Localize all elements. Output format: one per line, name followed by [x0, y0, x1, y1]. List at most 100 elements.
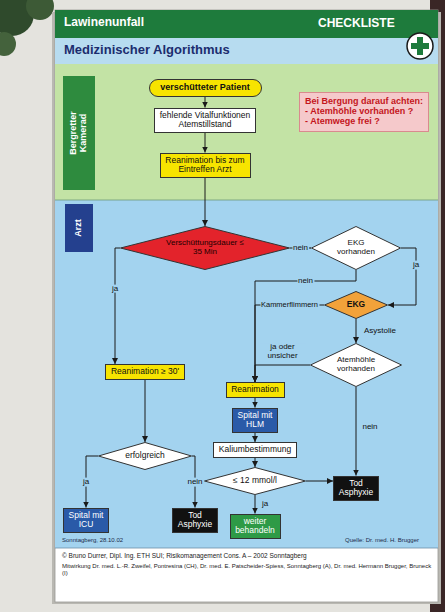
text-wrap: Verschüttungsdauer ≤ 35 Min: [165, 239, 245, 257]
edge-label: ja: [111, 284, 119, 293]
text-wrap: ≤ 12 mmol/l: [233, 476, 277, 485]
diamond-shape: [99, 443, 192, 470]
node-text: Reanimation ≥ 30': [111, 367, 179, 376]
outcome-box: weiter behandeln: [230, 514, 281, 539]
node-text: fehlende Vitalfunktionen Atemstillstand: [155, 111, 255, 130]
node-text: Bergretter Kamerad: [69, 101, 89, 165]
role-band: Bergretter Kamerad: [63, 76, 95, 190]
text-wrap: Arzt: [74, 208, 84, 248]
start-terminal: verschütteter Patient: [149, 79, 262, 97]
footnote-text: © Bruno Durrer, Dipl. Ing. ETH SUI; Risi…: [62, 552, 432, 559]
node-text: Atemhöhle vorhanden: [333, 356, 379, 374]
header-text: CHECKLISTE: [318, 17, 395, 30]
connector: [255, 398, 256, 408]
note-box: Bei Bergung darauf achten:- Atemhöhle vo…: [299, 92, 429, 132]
node-text: Reanimation bis zum Eintreffen Arzt: [161, 156, 250, 175]
text-wrap: Reanimation ≥ 30': [111, 367, 179, 376]
connector: [115, 248, 120, 364]
role-band: Arzt: [65, 204, 93, 252]
diamond-shape: [325, 292, 388, 319]
process-box: Reanimation ≥ 30': [105, 364, 185, 380]
edge-label: nein: [186, 477, 203, 486]
text-wrap: Bei Bergung darauf achten:- Atemhöhle vo…: [305, 97, 423, 127]
node-text: verschütteter Patient: [160, 83, 250, 93]
diamond-shape: [121, 227, 290, 270]
process-box: fehlende Vitalfunktionen Atemstillstand: [154, 108, 256, 133]
card-shadow: [52, 12, 441, 604]
connector: [205, 133, 206, 153]
connector: [205, 178, 206, 227]
connector: [255, 495, 256, 514]
footnote-text: Quelle: Dr. med. H. Brugger: [345, 537, 419, 544]
node-text: ≤ 12 mmol/l: [233, 476, 277, 485]
hospital-box: Spital mit HLM: [232, 408, 278, 433]
decision-diamond: erfolgreich: [98, 442, 192, 470]
connector: [255, 458, 256, 467]
edge-label: nein: [297, 277, 314, 286]
hospital-box: Spital mit ICU: [63, 508, 109, 533]
connector: [145, 380, 146, 442]
foliage: [26, 0, 54, 20]
edge-label: Asystolie: [363, 327, 397, 336]
node-text: erfolgreich: [125, 451, 165, 460]
text-wrap: Tod Asphyxie: [336, 479, 376, 498]
edge-label: ja: [412, 261, 420, 270]
text-wrap: EKG: [347, 300, 365, 309]
text-wrap: Atemhöhle vorhanden: [333, 356, 379, 374]
node-text: weiter behandeln: [232, 517, 278, 536]
outcome-box: Tod Asphyxie: [333, 476, 379, 501]
header-bar: [55, 10, 438, 38]
logo-ring: [407, 33, 433, 59]
connector: [255, 365, 310, 382]
diamond-shape: [311, 344, 402, 387]
decision-diamond: Atemhöhle vorhanden: [310, 343, 402, 387]
rescuer-region: [55, 64, 438, 200]
logo-cross: [411, 43, 429, 49]
text-wrap: Kaliumbestimmung: [219, 445, 291, 454]
node-text: Arzt: [74, 208, 84, 248]
node-text: EKG vorhanden: [333, 239, 379, 257]
edge-label: ja oder unsicher: [260, 343, 306, 361]
node-text: - Atemwege frei ?: [305, 117, 423, 127]
node-text: Spital mit HLM: [233, 411, 277, 430]
footnote-text: Sonntagberg, 28.10.02: [62, 537, 123, 544]
connector: [205, 97, 206, 108]
text-wrap: Reanimation: [231, 385, 279, 394]
diamond-shape: [205, 468, 306, 495]
text-wrap: Spital mit HLM: [233, 411, 277, 430]
decision-diamond: Verschüttungsdauer ≤ 35 Min: [120, 226, 290, 270]
connector: [255, 433, 256, 443]
decision-diamond: EKG vorhanden: [311, 226, 401, 270]
region-divider: [55, 200, 438, 201]
node-text: Spital mit ICU: [64, 511, 108, 530]
connector-group: [86, 97, 416, 514]
process-box: Kaliumbestimmung: [213, 442, 297, 458]
node-text: Verschüttungsdauer ≤ 35 Min: [165, 239, 245, 257]
title-strip: [55, 38, 438, 64]
text-wrap: Tod Asphyxie: [175, 511, 215, 530]
process-box: Reanimation: [226, 382, 285, 398]
node-text: Tod Asphyxie: [175, 511, 215, 530]
process-box: Reanimation bis zum Eintreffen Arzt: [160, 153, 251, 178]
connector: [356, 387, 357, 476]
node-text: Bei Bergung darauf achten:: [305, 97, 423, 107]
text-wrap: fehlende Vitalfunktionen Atemstillstand: [155, 111, 255, 130]
foliage: [0, 32, 16, 56]
diagram-title: Medizinischer Algorithmus: [64, 43, 230, 57]
connector: [255, 305, 324, 382]
outcome-box: Tod Asphyxie: [172, 508, 218, 533]
connector: [356, 319, 357, 343]
text-wrap: Bergretter Kamerad: [69, 101, 89, 165]
header-text: Lawinenunfall: [64, 16, 144, 29]
card: [55, 10, 438, 602]
text-wrap: weiter behandeln: [232, 517, 278, 536]
edge-label: ja: [82, 477, 90, 486]
footnote-text: Mitwirkung Dr. med. L.-R. Zweifel, Pontr…: [62, 563, 432, 576]
connector: [388, 248, 416, 305]
decision-diamond: EKG: [324, 291, 388, 319]
node-text: EKG: [347, 300, 365, 309]
node-text: - Atemhöhle vorhanden ?: [305, 107, 423, 117]
